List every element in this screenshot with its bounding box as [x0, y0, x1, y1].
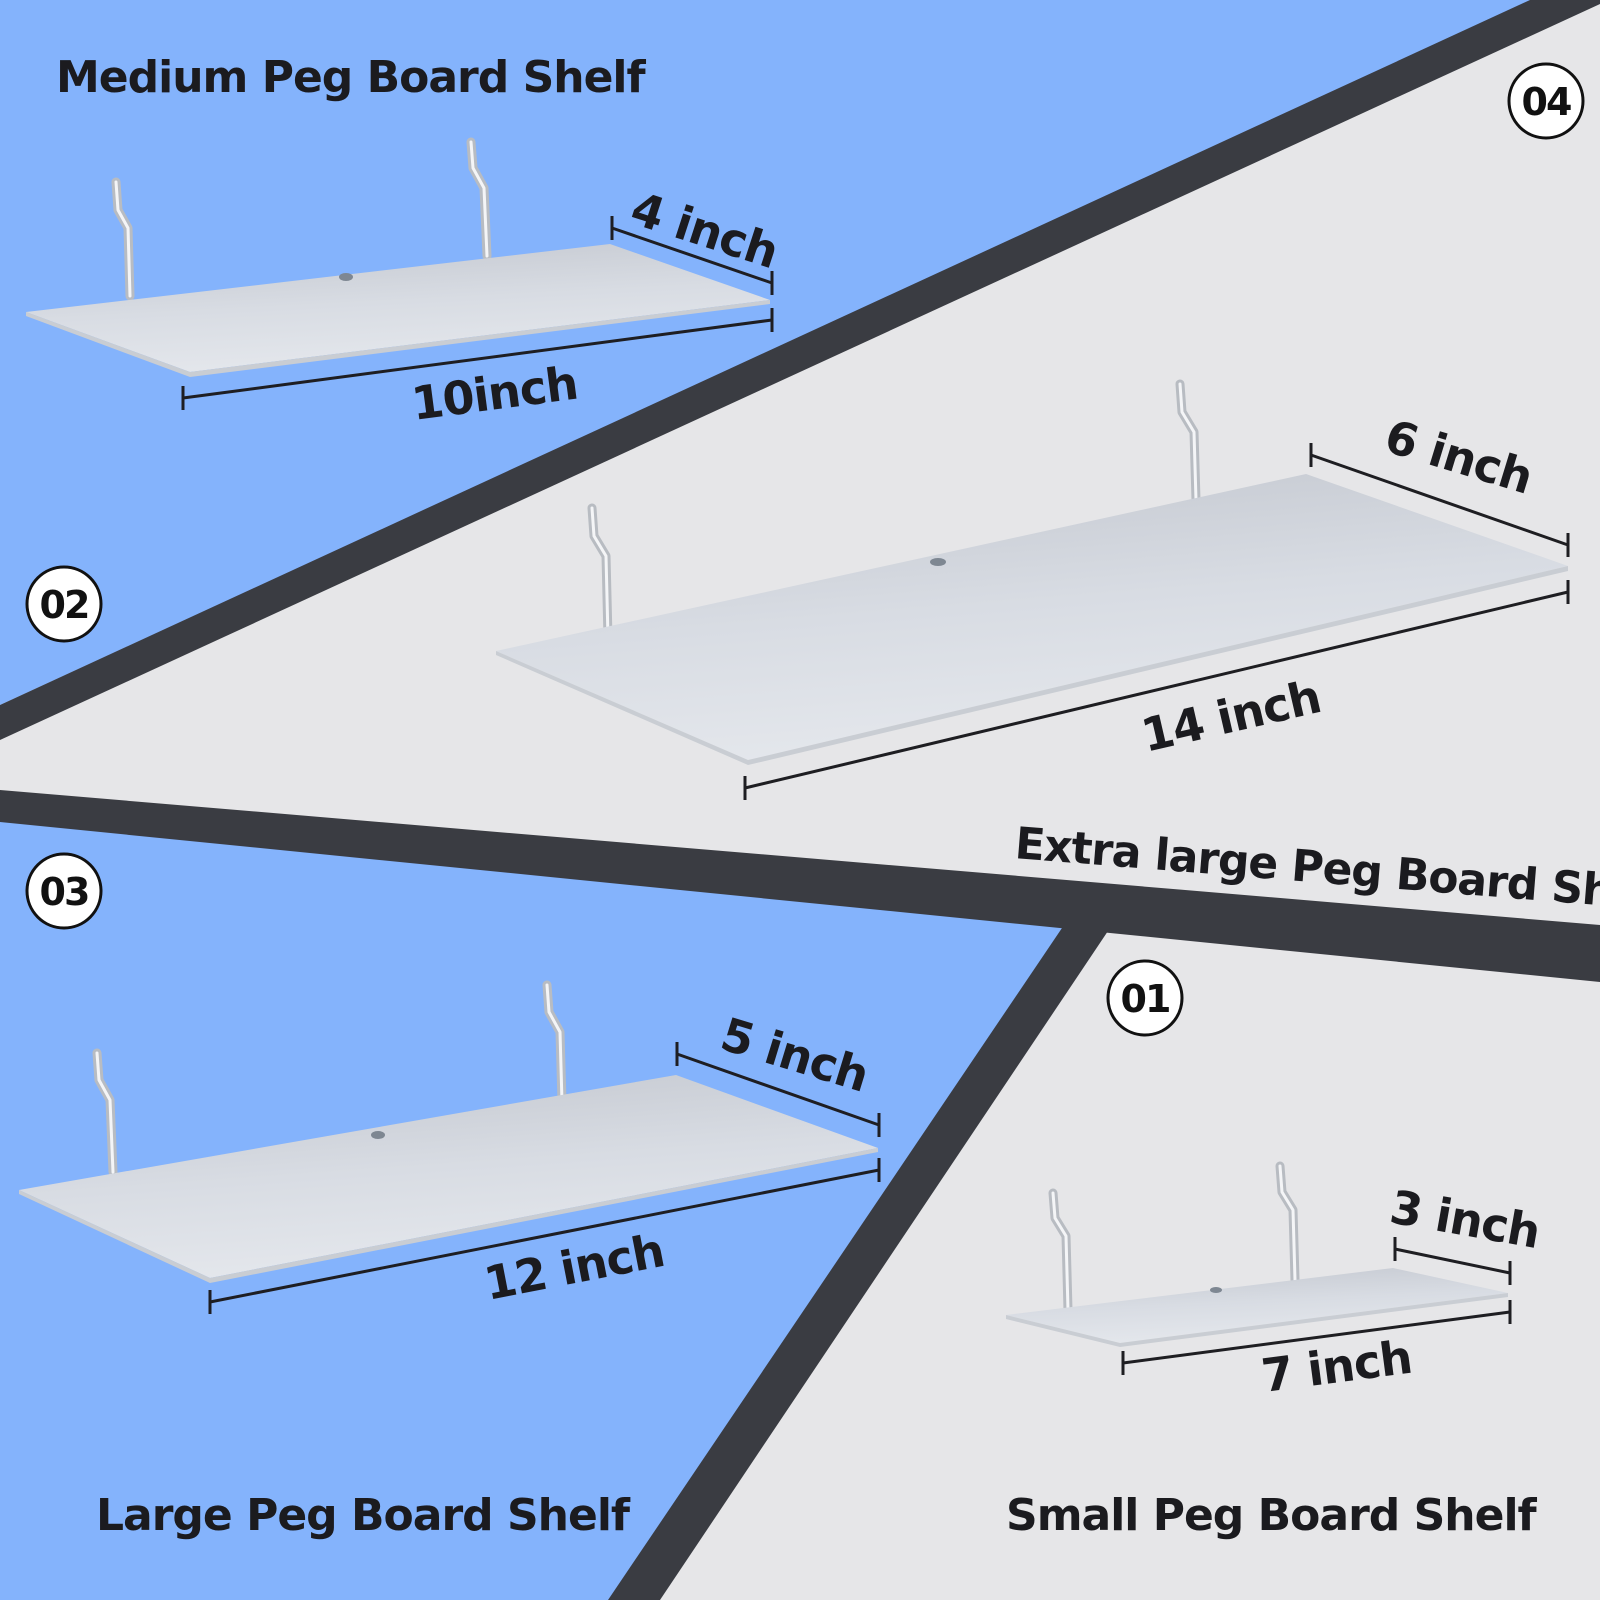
number-badge: 02: [25, 565, 103, 643]
medium-shelf-title: Medium Peg Board Shelf: [56, 52, 647, 103]
shelf-board: [19, 1075, 878, 1278]
mounting-hole: [371, 1131, 385, 1139]
blue-panel-bottom-left: [0, 803, 1600, 1600]
small-shelf-title: Small Peg Board Shelf: [1006, 1490, 1538, 1541]
diagonal-divider-top: [0, 0, 1600, 740]
extra-large-shelf: [496, 379, 1568, 765]
number-badge: 01: [1106, 959, 1184, 1037]
shelf-board: [26, 244, 770, 372]
extra-large-dimension-lines: [743, 443, 1570, 800]
mounting-hole: [339, 273, 353, 281]
mounting-hole: [930, 558, 946, 566]
large-dimension-lines: [208, 1042, 881, 1314]
shelf-board: [1006, 1268, 1508, 1343]
medium-shelf: [26, 137, 770, 377]
large-shelf-title: Large Peg Board Shelf: [96, 1490, 631, 1541]
badge-number-extra-large: 04: [1522, 80, 1571, 124]
mounting-hole: [1210, 1287, 1222, 1293]
number-badge: 04: [1507, 62, 1585, 140]
large-shelf: [19, 980, 878, 1283]
badge-number-large: 03: [40, 870, 89, 914]
badge-number-medium: 02: [40, 583, 89, 627]
badge-number-small: 01: [1121, 977, 1170, 1021]
small-shelf: [1006, 1161, 1508, 1347]
medium-dimension-lines: [181, 216, 774, 410]
diagonal-divider-middle: [0, 790, 1600, 982]
small-dimension-lines: [1121, 1237, 1512, 1375]
shelf-board: [496, 474, 1568, 760]
number-badge: 03: [25, 852, 103, 930]
diagonal-divider-bottom: [608, 928, 1110, 1600]
